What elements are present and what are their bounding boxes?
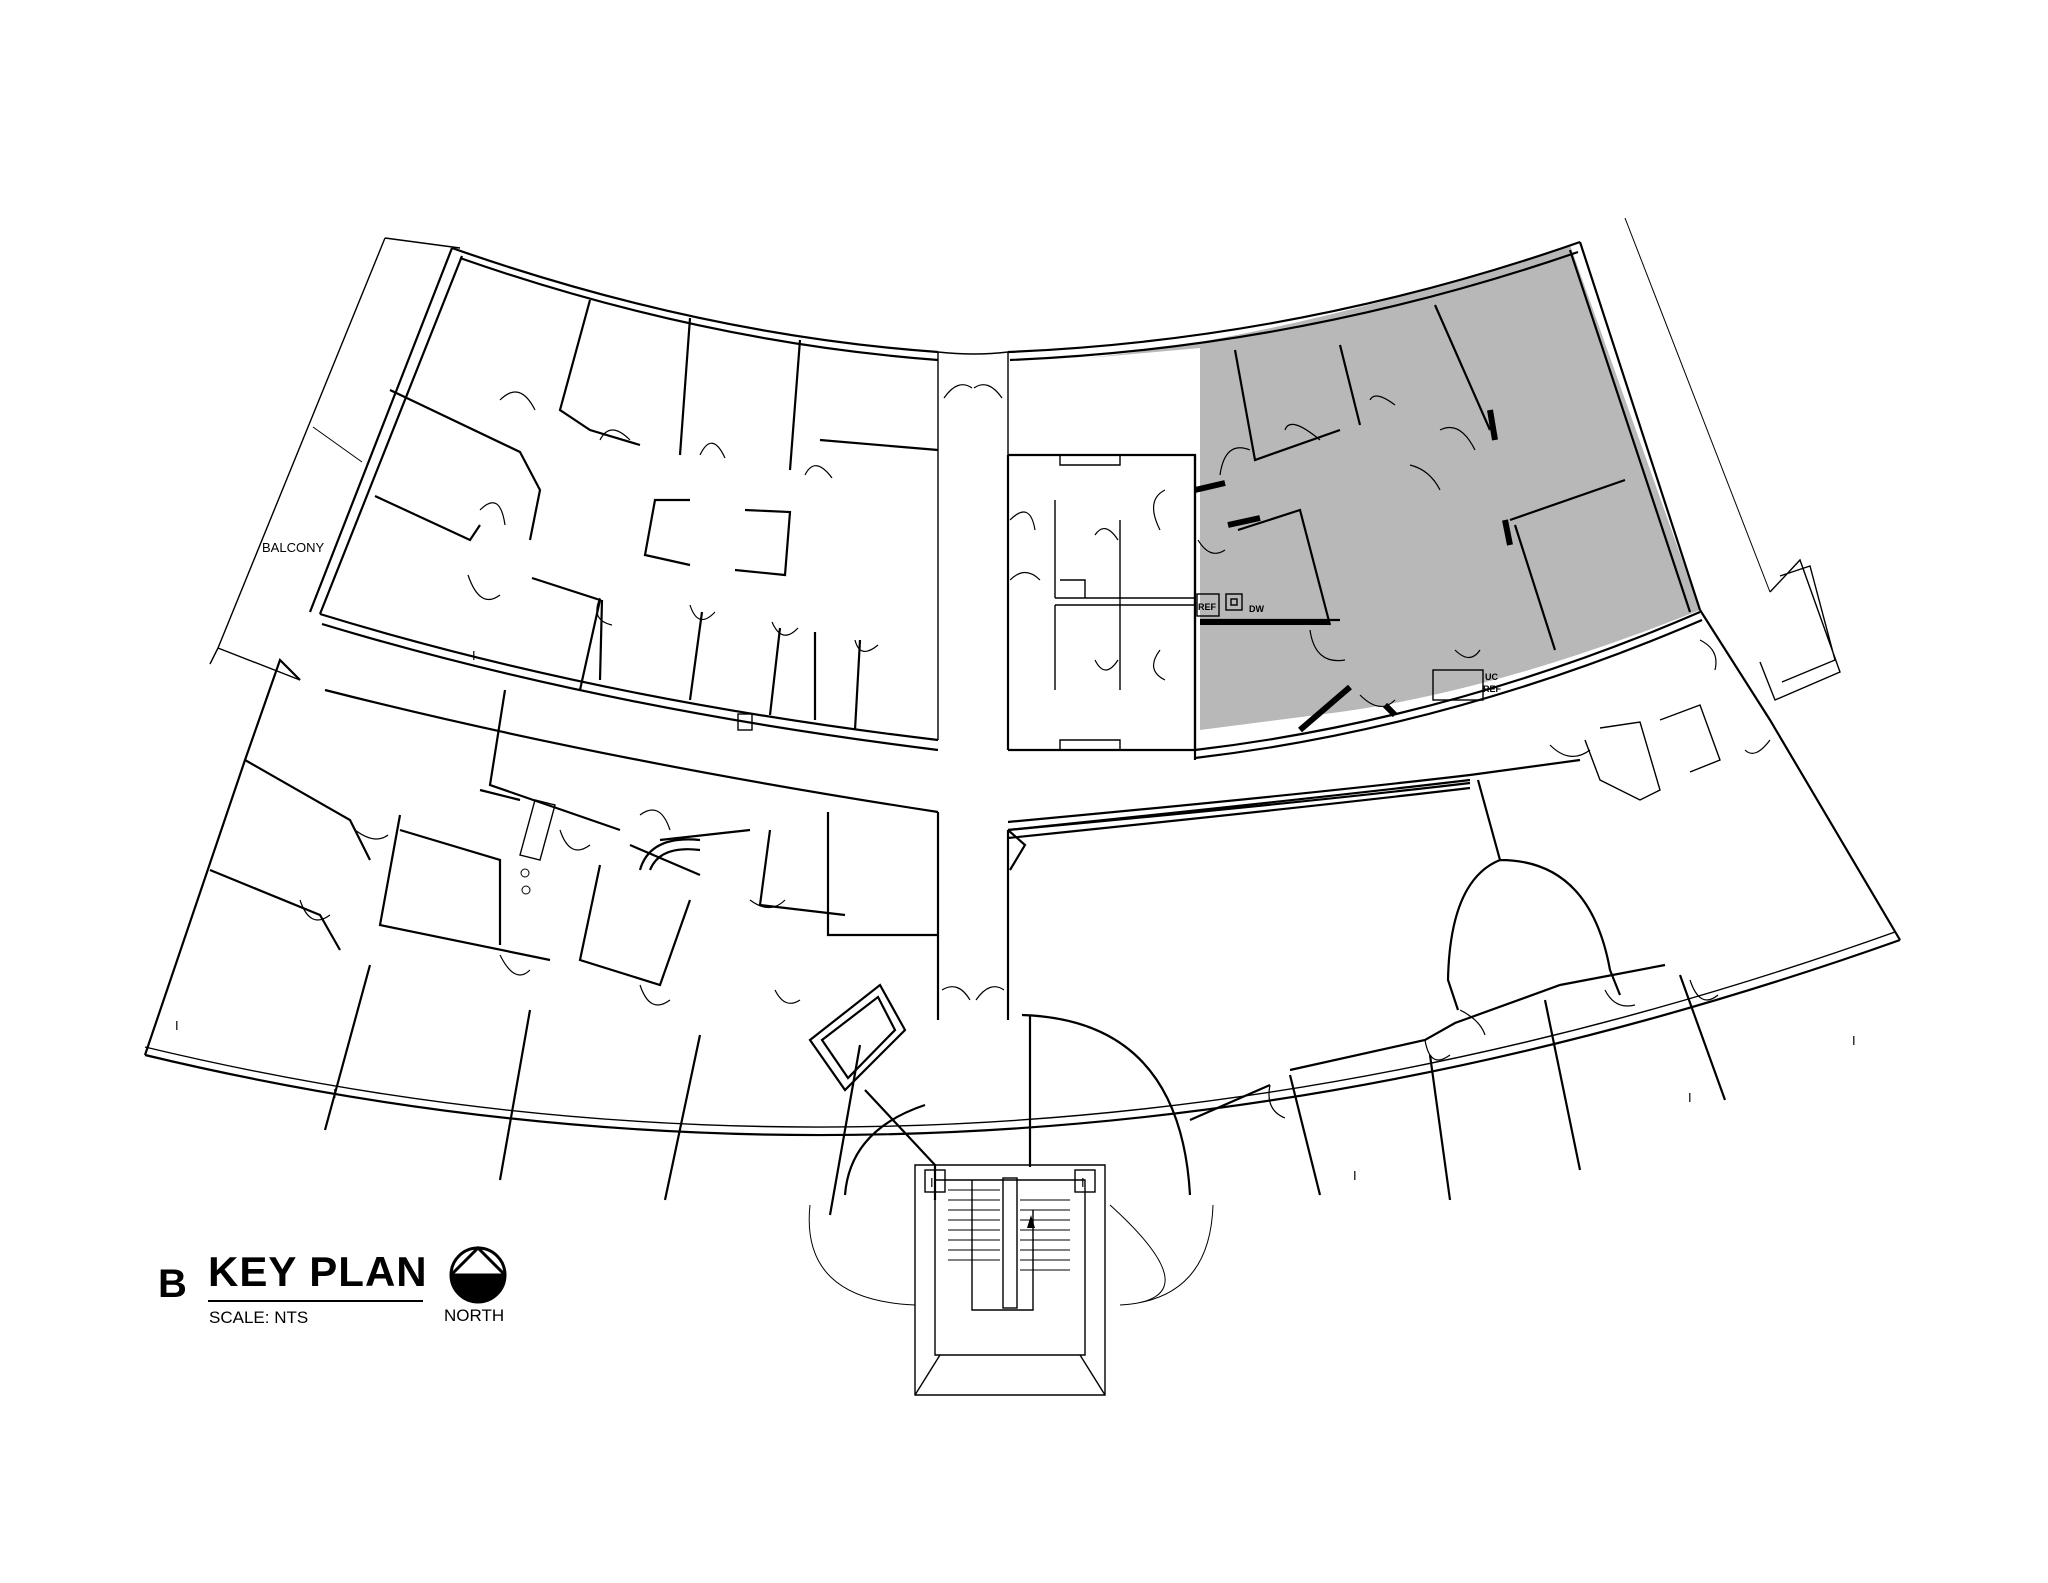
east-balcony-block [1759, 558, 1841, 701]
east-exterior-wall [1568, 241, 1702, 613]
north-entry-door [943, 384, 1003, 399]
balcony-outline [209, 237, 461, 681]
nw-south-office-walls [531, 576, 862, 731]
suite-office-walls [1193, 304, 1626, 760]
plan-title: KEY PLAN [208, 1248, 428, 1295]
south-exterior-wall-inner [144, 931, 1896, 1128]
suite-doors [1197, 395, 1481, 707]
sw-doors [299, 809, 801, 1006]
column-marker: I [1688, 1090, 1692, 1105]
corridor-south-wall-west [324, 688, 939, 814]
se-doors [1268, 979, 1719, 1119]
spine-west-wall [826, 812, 940, 1020]
suite-south-wall [1194, 610, 1703, 760]
ne-exterior-wall [1007, 240, 1581, 362]
spine-east-wall [1006, 829, 1027, 1020]
sw-office-walls [209, 689, 846, 987]
dishwasher-label: DW [1249, 604, 1264, 614]
column-marker: I [1353, 1168, 1357, 1183]
stair-newel [1002, 1177, 1018, 1309]
column-marker: I [930, 1175, 934, 1190]
column-marker: I [175, 1018, 179, 1033]
nw-core-right [734, 508, 792, 577]
column-marker: I [1852, 1033, 1856, 1048]
stair-quarter-circle-west [843, 1103, 926, 1196]
nw-core-left [643, 498, 691, 567]
west-wing-exterior [143, 657, 301, 1056]
refrigerator-label: REF [1198, 602, 1217, 612]
west-exterior-wall [308, 247, 464, 615]
corridor-south-wall-east [1007, 758, 1581, 832]
se-south-offices [1189, 963, 1727, 1201]
corridor-doors-east [1549, 639, 1771, 757]
sheet-letter: B [158, 1262, 187, 1306]
stair-landing [971, 1180, 1034, 1311]
stair-treads [948, 1189, 1070, 1271]
se-conference-dome [1446, 779, 1622, 1011]
nw-exterior-wall-inner [459, 256, 939, 362]
elevator-shaft [808, 983, 907, 1092]
south-exterior-wall [144, 938, 1901, 1137]
title-underline [208, 1300, 423, 1302]
spine-doors [941, 986, 1005, 1001]
stair-column-left [924, 1169, 946, 1193]
refrigerator-box [1196, 593, 1220, 617]
sink-left [520, 868, 530, 878]
east-wing-exterior [1699, 609, 1901, 941]
entry-canopy-arcs [808, 1204, 1214, 1306]
east-restroom-pods [1584, 704, 1721, 801]
core-restrooms [1054, 455, 1195, 750]
east-setback-line [1624, 217, 1771, 593]
north-label: NORTH [444, 1306, 505, 1325]
sink-right [521, 885, 531, 895]
nw-column [737, 713, 753, 731]
north-entry-walls [937, 351, 1009, 748]
sw-south-offices [323, 964, 862, 1216]
uc-label-line1: UC [1485, 672, 1498, 682]
se-north-wall [1007, 778, 1471, 840]
title-block: B KEY PLAN SCALE: NTS [158, 1248, 518, 1328]
stair-up-arrow-icon [1027, 1215, 1035, 1228]
column-marker: I [1081, 1175, 1085, 1190]
nw-exterior-wall [451, 246, 939, 354]
sw-curved-room [638, 838, 701, 871]
sink-box [1225, 593, 1243, 611]
stair-enclosure [914, 1164, 1106, 1396]
scale-label: SCALE: NTS [209, 1308, 309, 1327]
kitchenette-counter [519, 799, 556, 861]
north-arrow-icon [449, 1245, 507, 1304]
highlighted-suite-area [1088, 245, 1700, 730]
column-marker: I [472, 648, 476, 663]
suite-demising-walls [1194, 409, 1513, 733]
sink-basin [1230, 598, 1238, 606]
balcony-label: BALCONY [262, 540, 324, 555]
balcony-divider [312, 426, 363, 463]
nw-wing-south-wall-2 [321, 622, 939, 752]
core-cutout [1005, 450, 1195, 750]
stair-quarter-circle-east [1021, 1013, 1192, 1196]
stair-column-right [1074, 1169, 1096, 1193]
undercounter-ref-cabinet [1432, 669, 1484, 701]
core-doors [1009, 489, 1166, 681]
nw-doors [467, 391, 879, 652]
nw-office-walls [374, 299, 939, 542]
nw-wing-south-wall [319, 612, 939, 742]
column-marker: I [333, 1086, 337, 1101]
